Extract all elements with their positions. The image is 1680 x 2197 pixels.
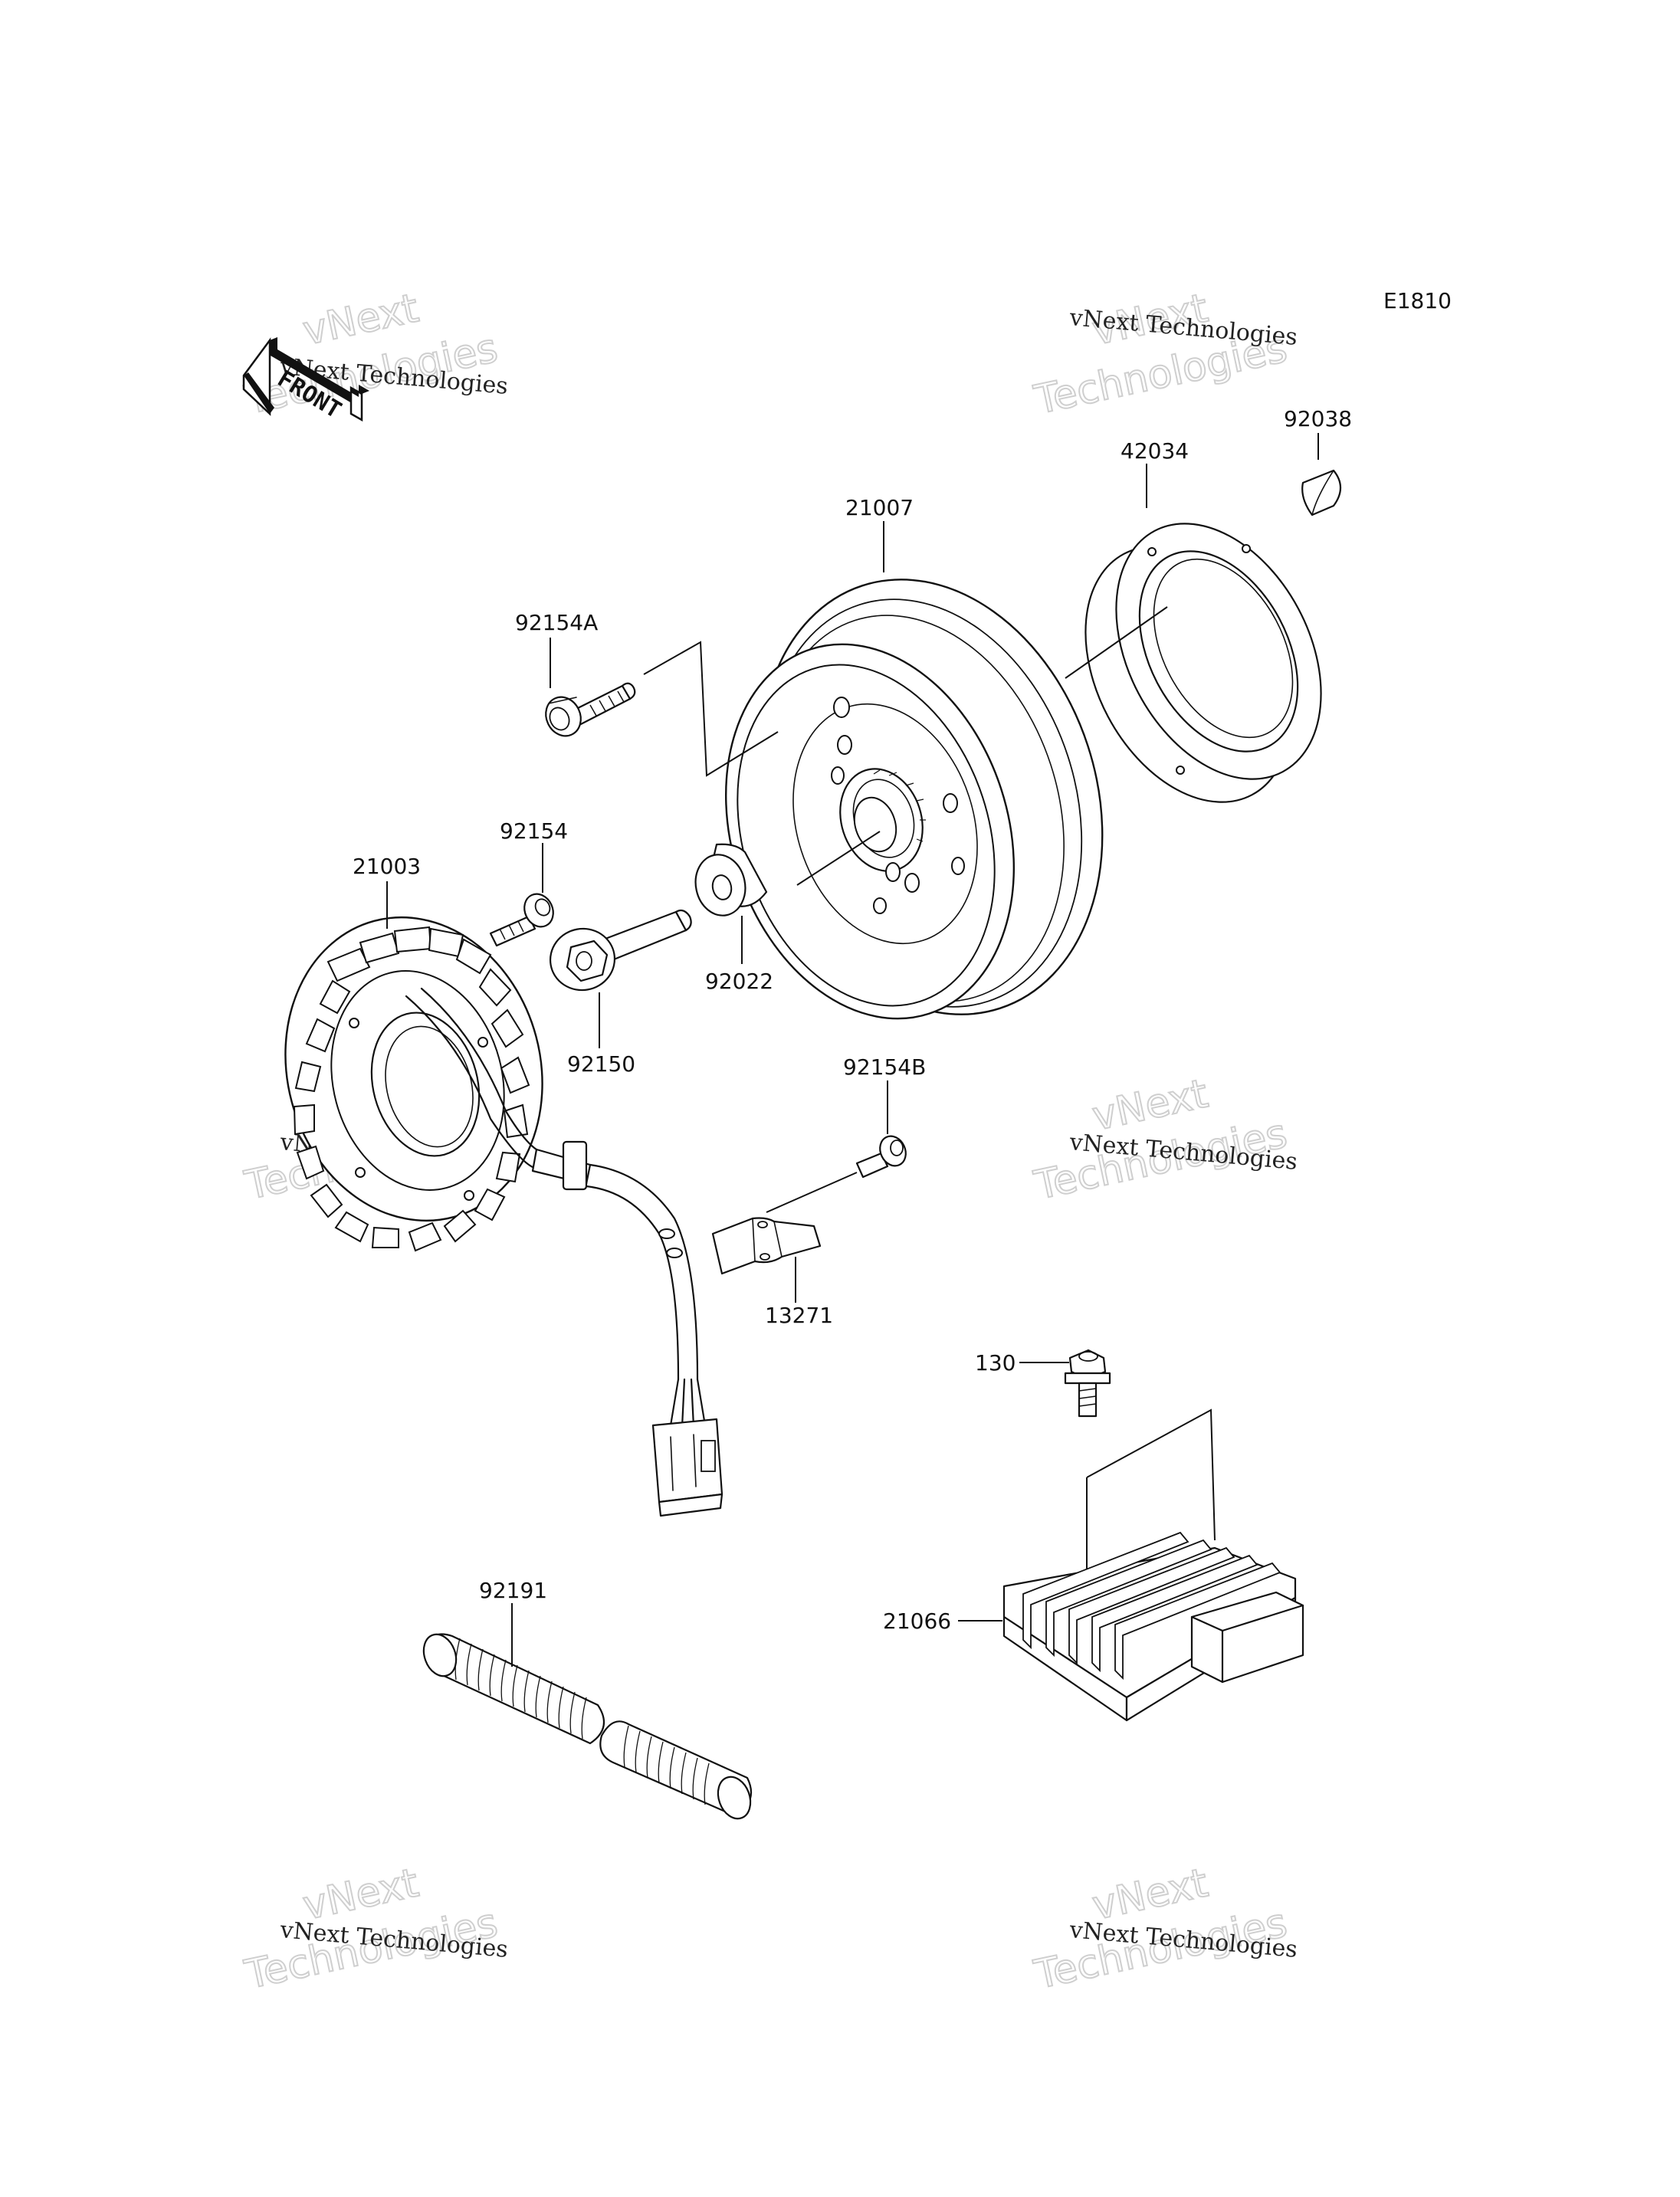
label-21007: 21007 [845, 495, 914, 520]
label-92154A: 92154A [515, 610, 598, 635]
label-42034: 42034 [1121, 438, 1189, 464]
part-92038-key [1301, 433, 1342, 516]
watermark-mid-right: vNext Technologies vNext Technologies [1029, 1070, 1298, 1209]
part-130-bolt [1019, 1349, 1216, 1648]
part-42034-ring [1084, 464, 1322, 803]
label-92038: 92038 [1284, 406, 1352, 431]
label-92150: 92150 [567, 1051, 635, 1077]
label-92154B: 92154B [843, 1054, 926, 1080]
label-130: 130 [975, 1350, 1016, 1376]
part-92154B-bolt [766, 1080, 907, 1213]
part-92150-bolt [549, 909, 692, 1048]
label-21066: 21066 [883, 1608, 951, 1634]
watermark-bottom-right: vNext Technologies vNext Technologies [1029, 1859, 1298, 1999]
label-92191: 92191 [479, 1578, 547, 1603]
watermark-top-right: vNext Technologies vNext Technologies [1029, 284, 1298, 424]
part-13271-clamp [711, 1217, 822, 1303]
part-92154-bolt [489, 843, 554, 947]
part-21007-rotor [724, 521, 1168, 1020]
label-92022: 92022 [705, 969, 773, 994]
part-92154A-bolt [545, 638, 779, 777]
label-92154: 92154 [500, 818, 568, 844]
label-13271: 13271 [765, 1303, 833, 1328]
part-21003-stator [284, 881, 543, 1252]
part-92022-collar [694, 843, 768, 964]
part-21066-regulator [958, 1531, 1304, 1722]
stator-wire-harness [405, 987, 724, 1517]
watermark-bottom-left: vNext Technologies vNext Technologies [240, 1859, 509, 1999]
part-92191-tube [422, 1603, 753, 1820]
diagram-code: E1810 [1383, 288, 1452, 313]
label-21003: 21003 [353, 854, 421, 879]
